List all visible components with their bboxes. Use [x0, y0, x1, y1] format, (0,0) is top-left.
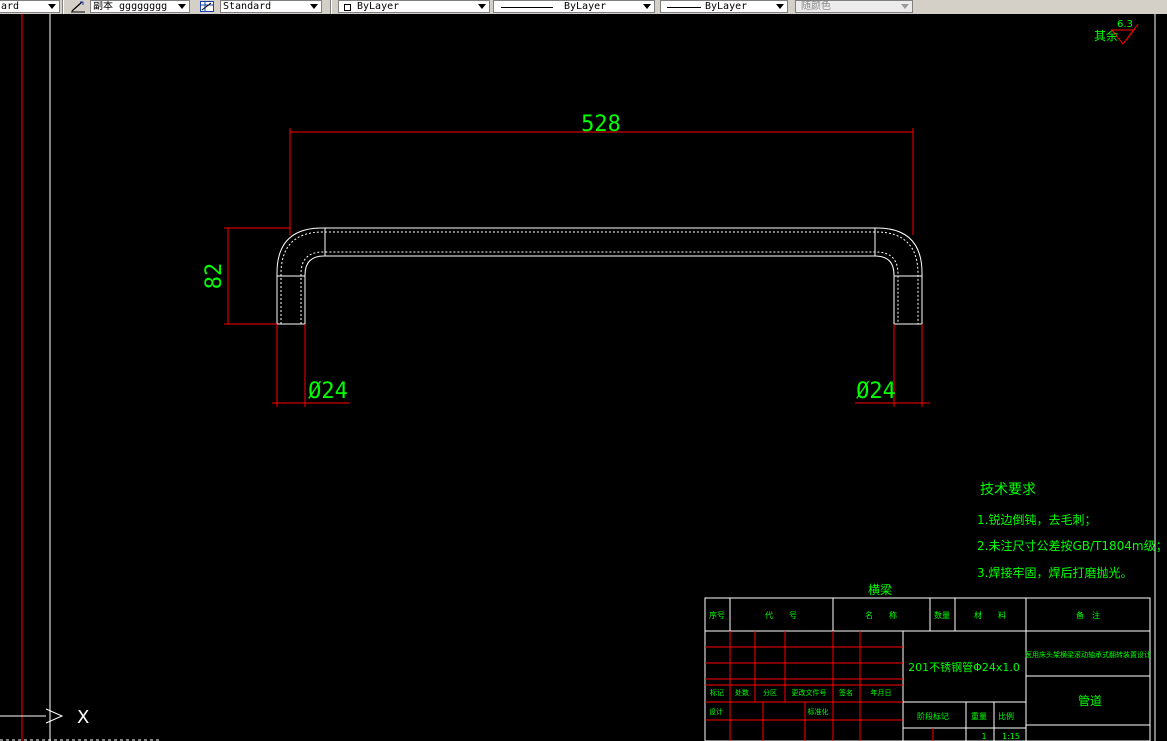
scale-label: 比例 [998, 711, 1014, 721]
row-label: 分区 [763, 688, 777, 697]
chevron-down-icon [901, 4, 909, 9]
scale-value: 1:15 [1002, 732, 1020, 741]
chevron-down-icon [48, 4, 56, 9]
dimension-style-value: gggggggg [119, 1, 168, 12]
lineweight-sample [667, 7, 701, 8]
surface-finish-label: 其余 [1094, 28, 1118, 43]
table-style-icon[interactable] [199, 0, 215, 13]
plot-style-value: 随颜色 [801, 1, 831, 12]
technical-requirements: 技术要求 1.锐边倒钝，去毛刺； 2.未注尺寸公差按GB/T1804m级； 3.… [977, 482, 1167, 580]
color-value: ByLayer [357, 1, 400, 12]
drawing-name: 管道 [1078, 693, 1102, 708]
tech-requirement-item: 1.锐边倒钝，去毛刺； [977, 513, 1096, 527]
color-swatch [344, 4, 351, 11]
dimension-width: 528 [581, 112, 621, 137]
table-style-value: Standard [223, 1, 272, 12]
row-label: 签名 [839, 688, 853, 697]
dimension-style-label: 副本 [93, 1, 113, 12]
plot-style-dropdown[interactable]: 随颜色 [795, 0, 913, 13]
row-label: 标记 [710, 688, 724, 697]
drawing-frame [21, 14, 1156, 741]
color-dropdown[interactable]: ByLayer [338, 0, 490, 13]
designer-label: 设计 [709, 707, 723, 716]
dimensions [224, 128, 930, 407]
chevron-down-icon [776, 4, 784, 9]
surface-finish-value: 6.3 [1117, 19, 1133, 30]
chevron-down-icon [478, 4, 486, 9]
weight-label: 重量 [971, 711, 987, 721]
linetype-sample [501, 7, 553, 8]
row-label: 年月日 [871, 688, 892, 697]
linetype-dropdown[interactable]: ByLayer [493, 0, 655, 13]
drawing-canvas[interactable]: 其余 6.3 528 82 Ø24 Ø24 技术要求 1.锐 [0, 14, 1167, 741]
chevron-down-icon [178, 4, 186, 9]
column-material: 材 料 [974, 610, 1006, 620]
ucs-x-label: X [77, 707, 89, 728]
column-qty: 数量 [934, 610, 950, 620]
project-name: 医用床头架横梁滚动轴承式翻转装置设计 [1025, 650, 1151, 659]
tech-requirements-title: 技术要求 [980, 482, 1036, 498]
column-name: 名 称 [865, 610, 897, 620]
dimension-style-icon[interactable] [70, 0, 86, 13]
linetype-value: ByLayer [564, 1, 607, 12]
qty-value: 1 [981, 732, 986, 741]
canvas-background [0, 14, 1167, 741]
title-block: 横梁 [704, 582, 1151, 741]
row-label: 更改文件号 [792, 688, 827, 697]
toolbar-separator [330, 0, 332, 14]
lineweight-value: ByLayer [705, 1, 748, 12]
material-spec: 201不锈钢管Φ24x1.0 [908, 660, 1020, 674]
lineweight-dropdown[interactable]: ByLayer [660, 0, 788, 13]
toolbar-separator [62, 0, 64, 14]
stage-label: 阶段标记 [917, 711, 949, 721]
column-seq: 序号 [709, 610, 725, 620]
dimension-height: 82 [202, 263, 227, 290]
dimension-diameter-right: Ø24 [856, 379, 896, 404]
part-name: 横梁 [868, 582, 892, 597]
text-style-dropdown[interactable]: ard [0, 0, 60, 13]
column-code: 代 号 [765, 610, 797, 620]
dimension-style-dropdown[interactable]: 副本 gggggggg [90, 0, 190, 13]
column-note: 备 注 [1076, 610, 1100, 620]
beam-geometry [276, 227, 923, 325]
chevron-down-icon [310, 4, 318, 9]
chevron-down-icon [643, 4, 651, 9]
table-style-dropdown[interactable]: Standard [220, 0, 322, 13]
properties-toolbar: ard 副本 gggggggg Standard ByLayer ByLayer… [0, 0, 1167, 15]
text-style-value: ard [1, 1, 20, 12]
dimension-diameter-left: Ø24 [308, 379, 348, 404]
standardize-label: 标准化 [808, 707, 829, 716]
tech-requirement-item: 3.焊接牢固，焊后打磨抛光。 [977, 565, 1132, 580]
row-label: 处数 [735, 688, 749, 697]
tech-requirement-item: 2.未注尺寸公差按GB/T1804m级； [977, 538, 1167, 553]
ucs-icon: X [0, 707, 89, 728]
surface-finish-symbol: 其余 6.3 [1094, 19, 1139, 45]
